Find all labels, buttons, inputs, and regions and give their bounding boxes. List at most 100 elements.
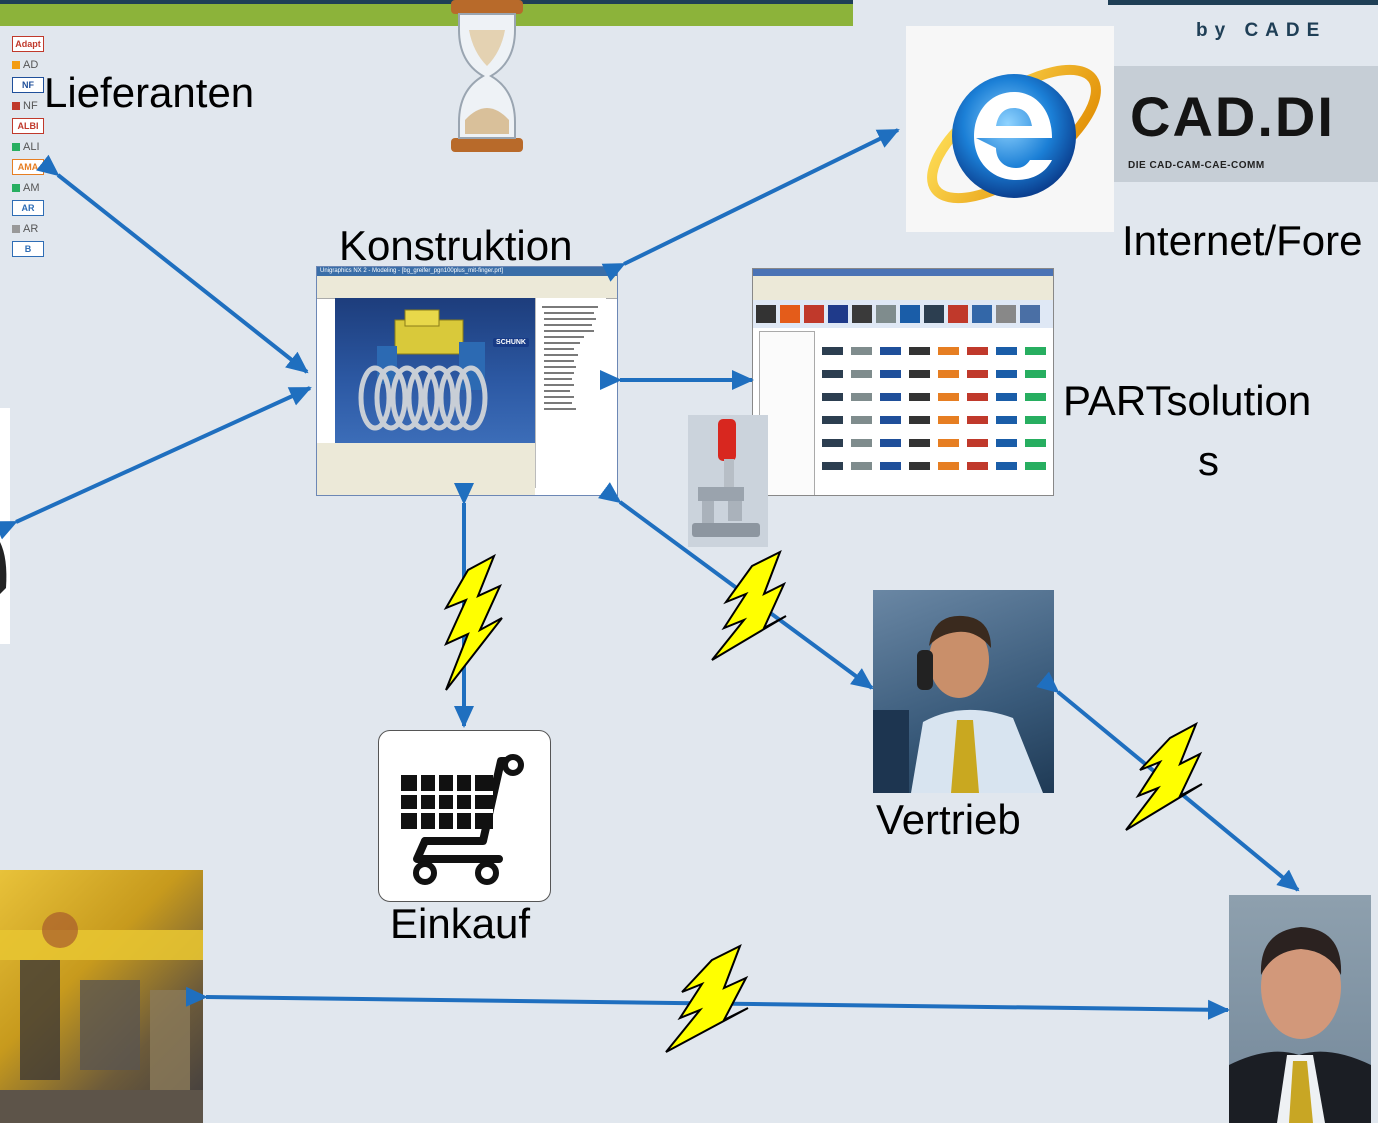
label-partsolutions-line2: s (1198, 437, 1219, 484)
top-bar-green (0, 0, 853, 26)
lightning-icon (665, 943, 749, 1053)
top-bar-dark (1108, 0, 1378, 5)
catalog-manufacturer-logo (996, 439, 1017, 447)
catalog-manufacturer-logo (996, 347, 1017, 355)
catalog-manufacturer-logo (880, 439, 901, 447)
lightning-icon (443, 553, 503, 691)
catalog-manufacturer-logo (967, 370, 988, 378)
supplier-list-item: ALBI (0, 116, 44, 137)
supplier-name: NF (23, 99, 38, 112)
catalog-manufacturer-logo (938, 347, 959, 355)
catalog-manufacturer-logo (1025, 439, 1046, 447)
arrow-left-konstruktion (0, 386, 312, 540)
catalog-manufacturer-logo (1025, 347, 1046, 355)
supplier-list-item: AD (0, 55, 44, 76)
supplier-logo: ALBI (12, 118, 44, 135)
catalog-manufacturer-logo (967, 439, 988, 447)
partsolutions-catalog-grid (819, 341, 1049, 491)
supplier-bullet (12, 142, 20, 151)
byline-text: by CADE (1196, 20, 1327, 41)
catalog-manufacturer-logo (851, 462, 872, 470)
catalog-manufacturer-logo (909, 347, 930, 355)
label-einkauf: Einkauf (390, 900, 531, 947)
catalog-manufacturer-logo (909, 416, 930, 424)
partsolutions-catalog-tree (759, 331, 815, 495)
schunk-logo: SCHUNK (493, 338, 529, 347)
catalog-manufacturer-logo (967, 393, 988, 401)
supplier-list-item: Adapt (0, 34, 44, 55)
supplier-list-item: ALI (0, 137, 44, 158)
catalog-manufacturer-logo (996, 393, 1017, 401)
supplier-name: ALI (23, 140, 40, 153)
cad-3d-viewport: SCHUNK (335, 298, 535, 443)
catalog-manufacturer-logo (1025, 393, 1046, 401)
catalog-manufacturer-logo (1025, 416, 1046, 424)
lightning-icon (1125, 721, 1203, 831)
cad-software-screenshot: Unigraphics NX 2 - Modeling - [bg_greife… (316, 266, 618, 496)
catalog-manufacturer-logo (967, 462, 988, 470)
supplier-list-item: AM (0, 178, 44, 199)
catalog-manufacturer-logo (967, 347, 988, 355)
supplier-bullet (12, 224, 20, 233)
catalog-manufacturer-logo (851, 439, 872, 447)
label-partsolutions-line1: PARTsolution (1063, 377, 1312, 424)
supplier-list-item: NF (0, 96, 44, 117)
label-vertrieb: Vertrieb (876, 796, 1021, 843)
cad-de-tagline: DIE CAD-CAM-CAE-COMM (1128, 160, 1265, 171)
supplier-bullet (12, 60, 20, 69)
catalog-manufacturer-logo (909, 439, 930, 447)
catalog-manufacturer-logo (880, 370, 901, 378)
supplier-name: AM (23, 181, 40, 194)
supplier-list-item: AR (0, 219, 44, 240)
catalog-manufacturer-logo (851, 370, 872, 378)
supplier-list-item: AR (0, 198, 44, 219)
shopping-cart-icon (378, 730, 551, 902)
catalog-manufacturer-logo (851, 347, 872, 355)
catalog-manufacturer-logo (967, 416, 988, 424)
catalog-manufacturer-logo (909, 393, 930, 401)
partsolutions-screenshot (752, 268, 1054, 496)
catalog-manufacturer-logo (1025, 370, 1046, 378)
catalog-manufacturer-logo (996, 370, 1017, 378)
catalog-manufacturer-logo (909, 462, 930, 470)
lightning-icon (711, 549, 787, 661)
catalog-manufacturer-logo (822, 462, 843, 470)
cad-de-logo-text: CAD.DI (1130, 85, 1335, 148)
catalog-manufacturer-logo (851, 416, 872, 424)
supplier-name: AR (23, 222, 39, 235)
catalog-manufacturer-logo (938, 393, 959, 401)
cad-part-navigator (535, 298, 606, 488)
catalog-manufacturer-logo (822, 416, 843, 424)
catalog-manufacturer-logo (822, 370, 843, 378)
supplier-logo: AR (12, 200, 44, 217)
sales-person-photo (873, 590, 1054, 793)
partsolutions-logo-strip (753, 300, 1053, 328)
factory-production-photo (0, 870, 203, 1123)
supplier-logo: NF (12, 77, 44, 94)
catalog-manufacturer-logo (822, 439, 843, 447)
partsolutions-title-bar (753, 269, 1053, 276)
catalog-manufacturer-logo (996, 462, 1017, 470)
catalog-manufacturer-logo (880, 347, 901, 355)
catalog-manufacturer-logo (909, 370, 930, 378)
supplier-name: AD (23, 58, 39, 71)
supplier-list-item: NF (0, 75, 44, 96)
label-lieferanten: Lieferanten (44, 69, 255, 116)
catalog-manufacturer-logo (880, 393, 901, 401)
catalog-manufacturer-logo (880, 416, 901, 424)
catalog-manufacturer-logo (822, 393, 843, 401)
cad-bottom-toolbar (317, 443, 535, 495)
internet-explorer-icon (906, 26, 1114, 232)
label-konstruktion: Konstruktion (339, 222, 573, 269)
catalog-manufacturer-logo (938, 370, 959, 378)
catalog-manufacturer-logo (938, 462, 959, 470)
cad-window-title: Unigraphics NX 2 - Modeling - [bg_greife… (317, 267, 617, 276)
supplier-bullet (12, 183, 20, 192)
supplier-bullet (12, 101, 20, 110)
cad-de-logo: CAD.DI DIE CAD-CAM-CAE-COMM (1112, 66, 1378, 182)
catalog-manufacturer-logo (938, 439, 959, 447)
catalog-manufacturer-logo (880, 462, 901, 470)
hourglass-icon (445, 0, 529, 152)
